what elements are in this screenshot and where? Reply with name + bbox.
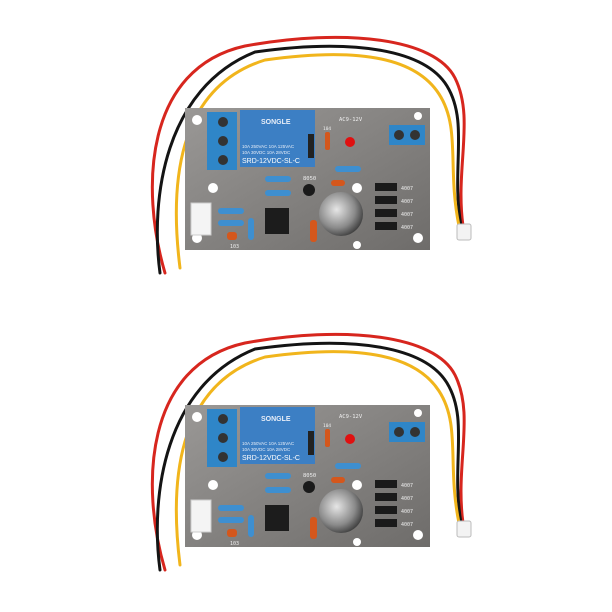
diode-label: 4007: [401, 199, 413, 205]
red-wire: [150, 35, 466, 275]
transistor: [303, 184, 315, 196]
diodes: [375, 480, 397, 527]
black-wire: [155, 341, 463, 572]
relay: SONGLE 10A 250VAC 10A 125VAC 10A 30VDC 1…: [240, 110, 315, 167]
ceramic-cap-4: [310, 220, 317, 242]
relay-rating-1: 10A 250VAC 10A 125VAC: [242, 144, 295, 149]
diode-label: 4007: [401, 522, 413, 528]
diode-labels: 4007 4007 4007 4007: [401, 186, 413, 231]
diode-label: 4007: [401, 225, 413, 231]
ceramic-cap-2: [331, 477, 345, 483]
black-wire: [155, 44, 463, 275]
electrolytic-capacitor: [319, 489, 363, 533]
relay-rating-2: 10A 30VDC 10A 28VDC: [242, 447, 291, 452]
yellow-wire: [174, 53, 461, 270]
ceramic-cap-4: [310, 517, 317, 539]
diode-label: 4007: [401, 186, 413, 192]
relay-module: SONGLE 10A 250VAC 10A 125VAC 10A 30VDC 1…: [150, 332, 472, 572]
diode-vertical: [308, 431, 314, 455]
capacitor-code: 103: [230, 541, 239, 547]
yellow-wire: [174, 350, 461, 567]
led: [345, 434, 355, 444]
diode-labels: 4007 4007 4007 4007: [401, 483, 413, 528]
resistors: [218, 463, 361, 537]
relay-module: SONGLE 10A 250VAC 10A 125VAC 10A 30VDC 1…: [150, 35, 472, 275]
wire-connector-plug: [456, 520, 472, 538]
ic-chip: [265, 505, 289, 531]
screw-terminal-2pin: [389, 422, 425, 442]
relay-brand: SONGLE: [261, 416, 291, 423]
relay-model: SRD-12VDC-SL-C: [242, 158, 300, 165]
wire-harness: [150, 332, 466, 572]
electrolytic-capacitor: [319, 192, 363, 236]
relay-rating-1: 10A 250VAC 10A 125VAC: [242, 441, 295, 446]
red-wire: [150, 332, 466, 572]
transistor-label: 8050: [303, 176, 316, 182]
ceramic-cap: [325, 132, 330, 150]
led: [345, 137, 355, 147]
screw-terminal-3pin: [207, 112, 237, 170]
relay-model: SRD-12VDC-SL-C: [242, 455, 300, 462]
cap-label: 104: [323, 126, 331, 132]
ceramic-cap-3: [227, 529, 237, 537]
wire-connector-plug: [456, 223, 472, 241]
screw-terminal-2pin: [389, 125, 425, 145]
wire-harness: [150, 35, 466, 275]
relay: SONGLE 10A 250VAC 10A 125VAC 10A 30VDC 1…: [240, 407, 315, 464]
resistors: [218, 166, 361, 240]
supply-label: AC9-12V: [339, 117, 363, 123]
supply-label: AC9-12V: [339, 414, 363, 420]
relay-brand: SONGLE: [261, 119, 291, 126]
ceramic-cap: [325, 429, 330, 447]
ceramic-cap-2: [331, 180, 345, 186]
diode-vertical: [308, 134, 314, 158]
cap-label: 104: [323, 423, 331, 429]
sensor-connector: [190, 499, 212, 533]
screw-terminal-3pin: [207, 409, 237, 467]
diode-label: 4007: [401, 212, 413, 218]
transistor-label: 8050: [303, 473, 316, 479]
sensor-connector: [190, 202, 212, 236]
diode-label: 4007: [401, 483, 413, 489]
ceramic-cap-3: [227, 232, 237, 240]
ic-chip: [265, 208, 289, 234]
mounting-holes: [192, 409, 423, 546]
diode-label: 4007: [401, 509, 413, 515]
diode-label: 4007: [401, 496, 413, 502]
relay-rating-2: 10A 30VDC 10A 28VDC: [242, 150, 291, 155]
transistor: [303, 481, 315, 493]
capacitor-code: 103: [230, 244, 239, 250]
diodes: [375, 183, 397, 230]
